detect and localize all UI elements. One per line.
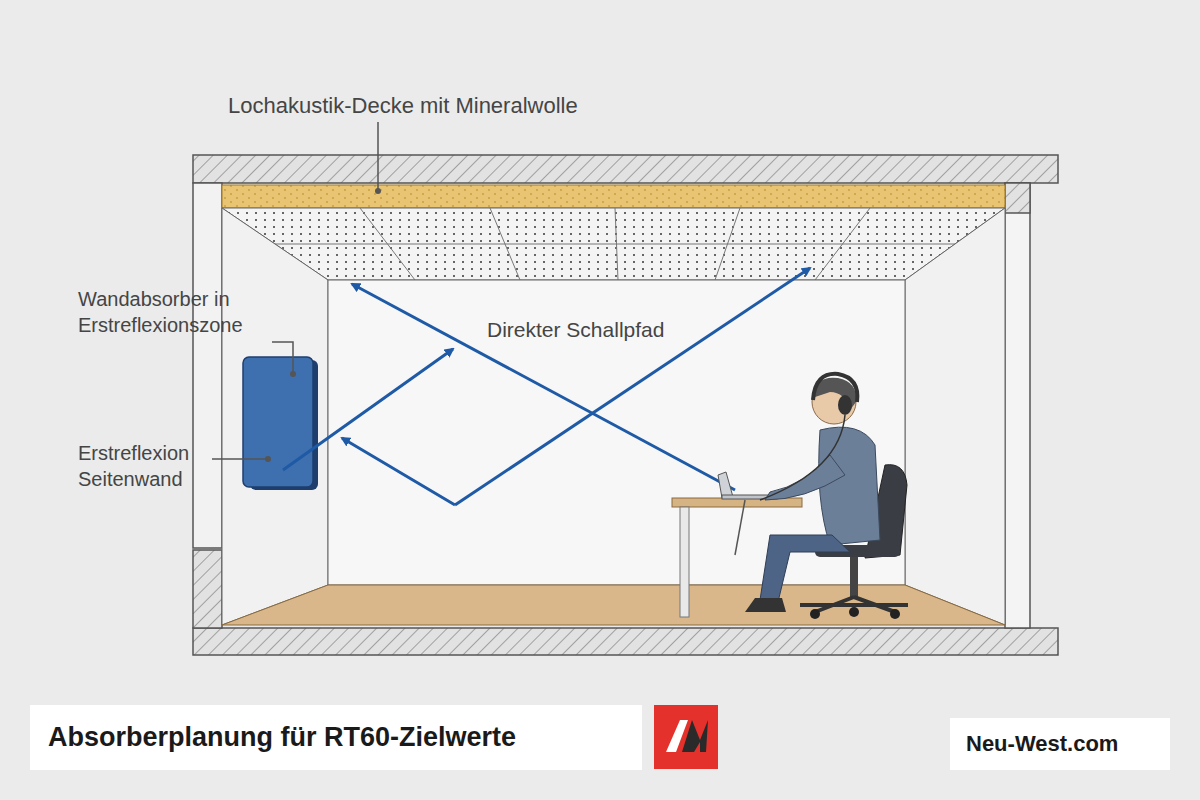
polygon-shape (222, 585, 1005, 625)
g-shape (283, 268, 810, 505)
circle-shape (265, 456, 271, 462)
line-shape (377, 122, 379, 190)
ceiling-label: Lochakustik-Decke mit Mineralwolle (228, 92, 648, 121)
line-shape (735, 500, 745, 555)
line-shape (715, 208, 740, 280)
rect-shape (193, 550, 222, 628)
rect-shape (193, 155, 1058, 183)
path-shape (819, 427, 880, 545)
circle-shape (375, 188, 381, 194)
absorber-label: Wandabsorber in Erstreflexionszone (78, 286, 273, 338)
polygon-shape (222, 208, 328, 625)
line-shape (352, 284, 735, 490)
rect-shape (1005, 183, 1030, 213)
polygon-shape (222, 208, 1005, 280)
path-shape (760, 415, 845, 500)
rect-shape (222, 185, 1005, 208)
ellipse-shape (838, 395, 852, 415)
path-shape (745, 598, 786, 612)
site-name: Neu-West.com (950, 718, 1170, 770)
line-shape (615, 208, 618, 280)
rect-shape (850, 557, 858, 597)
path-shape (813, 374, 857, 402)
title-box: Absorberplanung für RT60-Zielwerte (30, 705, 642, 770)
circle-shape (290, 371, 296, 377)
circle-shape (810, 609, 820, 619)
reflection-label: Erstreflexion Seitenwand (78, 440, 228, 492)
line-shape (455, 268, 810, 505)
line-shape (342, 438, 455, 505)
rect-shape (193, 628, 1058, 655)
line-shape (360, 208, 415, 280)
line-shape (275, 244, 955, 245)
rect-shape (680, 507, 689, 617)
line-shape (490, 208, 520, 280)
polyline-shape (272, 342, 293, 373)
path-label: Direkter Schallpfad (487, 316, 717, 343)
polygon-shape (905, 208, 1005, 625)
line-shape (815, 208, 870, 280)
polygon-shape (682, 720, 708, 752)
path-shape (760, 535, 850, 602)
circle-shape (849, 607, 859, 617)
circle-shape (890, 609, 900, 619)
rect-shape (1005, 183, 1030, 628)
line-shape (212, 458, 266, 460)
rect-shape (193, 183, 222, 548)
rect-shape (243, 357, 313, 487)
rect-shape (654, 705, 718, 769)
polygon-shape (718, 472, 733, 498)
